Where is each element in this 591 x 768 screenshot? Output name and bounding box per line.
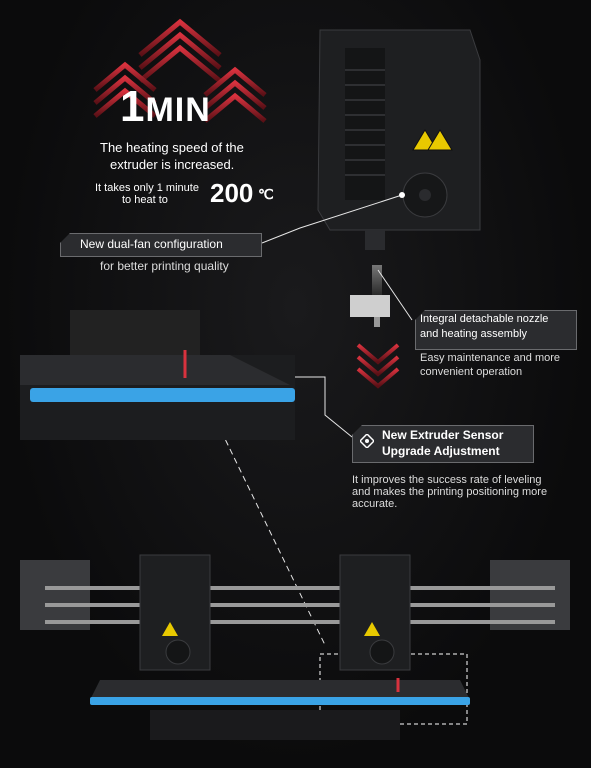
chevron-up-icon — [93, 18, 267, 123]
nozzle-callout-title-line1: Integral detachable nozzle — [420, 313, 549, 325]
sensor-callout-title-line1: New Extruder Sensor — [382, 428, 504, 442]
fan-callout-box — [60, 233, 262, 257]
diamond-icon — [360, 434, 374, 448]
temperature-unit: ℃ — [258, 186, 274, 202]
warning-icon — [162, 622, 178, 636]
heat-description-line2: extruder is increased. — [110, 157, 235, 172]
sensor-callout-subtitle-line1: It improves the success rate of leveling — [352, 474, 542, 486]
sensor-callout-title-line2: Upgrade Adjustment — [382, 444, 500, 458]
sensor-callout-subtitle-line2: and makes the printing positioning more — [352, 486, 548, 498]
warning-icon — [364, 622, 380, 636]
extruder-head — [317, 29, 481, 327]
warning-icon — [427, 129, 453, 151]
fan-callout-title: New dual-fan configuration — [80, 237, 223, 251]
sensor-callout-box — [352, 425, 534, 463]
heat-detail-line1: It takes only 1 minute — [95, 182, 199, 194]
heat-time-number: 1 — [120, 82, 146, 131]
fan-icon — [369, 639, 395, 665]
nozzle-callout-subtitle-line2: convenient operation — [420, 366, 523, 378]
chevron-down-icon — [356, 343, 400, 389]
fan-icon — [165, 639, 191, 665]
sensor-callout-subtitle-line3: accurate. — [352, 498, 398, 510]
fan-callout-subtitle: for better printing quality — [100, 259, 229, 273]
nozzle-callout-box — [415, 310, 577, 350]
nozzle-callout-subtitle-line1: Easy maintenance and more — [420, 352, 561, 364]
heat-description-line1: The heating speed of the — [100, 140, 244, 155]
heat-time-headline: 1MIN — [120, 82, 211, 132]
heat-detail-line2: to heat to — [122, 194, 168, 206]
printer-bottom — [20, 554, 570, 740]
nozzle-callout-title-line2: and heating assembly — [420, 328, 528, 340]
temperature-value: 200 — [210, 178, 254, 208]
heat-time-unit: MIN — [145, 91, 211, 129]
print-bed-closeup — [20, 310, 295, 440]
